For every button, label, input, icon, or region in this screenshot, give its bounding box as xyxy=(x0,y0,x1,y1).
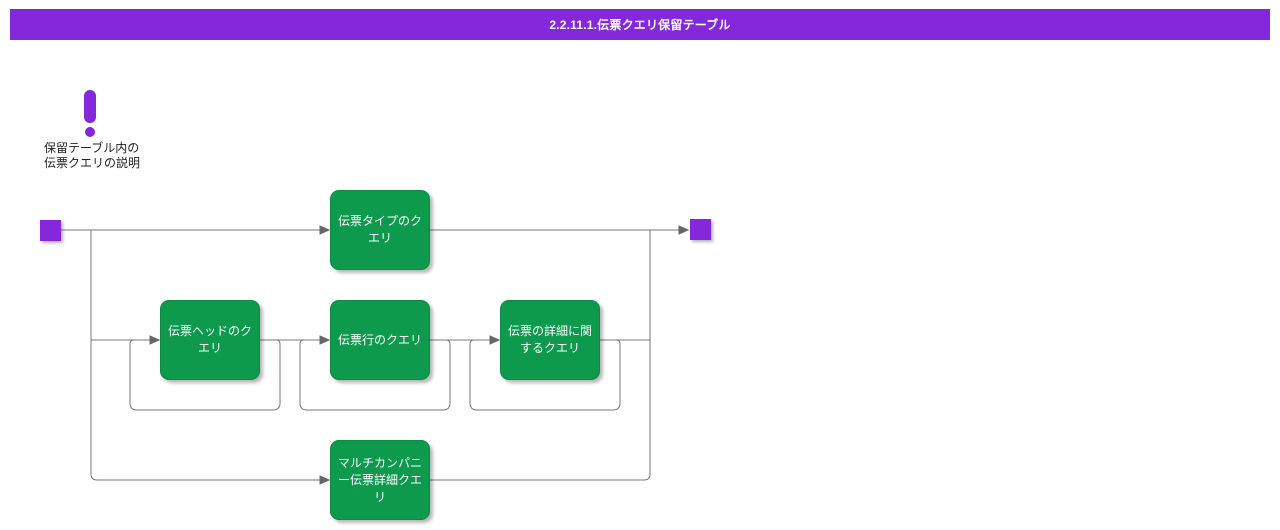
note-text-line1: 保留テーブル内の xyxy=(44,141,140,155)
exclamation-dot xyxy=(85,127,95,137)
flow-end-node xyxy=(690,219,711,240)
activity-multicompany-doc-detail-query: マルチカンパニー伝票詳細クエリ xyxy=(330,440,430,520)
loop-doc-detail xyxy=(469,339,621,411)
arrowhead-doc-detail-in xyxy=(489,335,501,345)
flow-start-node xyxy=(40,220,61,241)
arrowhead-doc-header-in xyxy=(149,335,161,345)
exclamation-bar xyxy=(84,90,96,123)
activity-doc-line-query: 伝票行のクエリ xyxy=(330,300,430,380)
loop-doc-line xyxy=(299,339,451,411)
activity-doc-header-query: 伝票ヘッドのクエリ xyxy=(160,300,260,380)
exclamation-icon xyxy=(84,90,96,137)
note-text-line2: 伝票クエリの説明 xyxy=(44,156,141,170)
arrowhead-multicompany-in xyxy=(319,475,331,485)
loop-doc-header xyxy=(129,339,281,411)
activity-label: 伝票ヘッドのクエリ xyxy=(167,324,252,355)
arrowhead-end-in xyxy=(678,225,690,235)
activity-label: 伝票の詳細に関するクエリ xyxy=(507,324,592,355)
header-bar: 2.2.11.1.伝票クエリ保留テーブル xyxy=(10,9,1270,40)
diagram-title: 2.2.11.1.伝票クエリ保留テーブル xyxy=(549,18,731,32)
activity-label: 伝票タイプのクエリ xyxy=(337,214,422,245)
arrowhead-doc-line-in xyxy=(319,335,331,345)
activity-doc-detail-query: 伝票の詳細に関するクエリ xyxy=(500,300,600,380)
activity-label: マルチカンパニー伝票詳細クエリ xyxy=(337,455,422,504)
activity-label: 伝票行のクエリ xyxy=(337,332,422,347)
activity-doc-type-query: 伝票タイプのクエリ xyxy=(330,190,430,270)
note-text: 保留テーブル内の 伝票クエリの説明 xyxy=(44,141,164,171)
arrowhead-doc-type-in xyxy=(319,225,331,235)
connector-merge-right xyxy=(430,230,651,481)
connector-trunk-left xyxy=(90,230,321,481)
